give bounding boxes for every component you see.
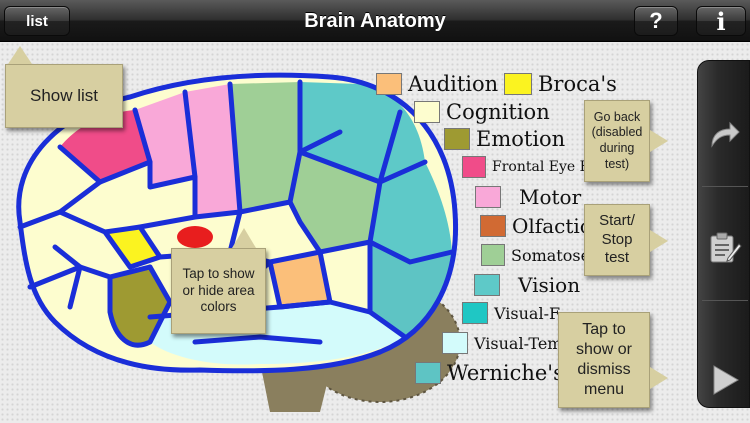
start-stop-tip-text: Start/ Stop test (599, 211, 635, 267)
swatch-motor (475, 186, 501, 208)
top-bar: Brain Anatomy list ? i (0, 0, 750, 42)
legend-item-cognition[interactable]: Cognition (414, 100, 550, 124)
legend-item-wernickes[interactable]: Werniche's (415, 361, 564, 385)
legend-item-visual-temporal[interactable]: Visual-Tem (442, 332, 562, 354)
swatch-wernickes (415, 362, 441, 384)
help-button[interactable]: ? (634, 6, 678, 36)
legend-label-visual-temporal: Visual-Tem (474, 333, 563, 353)
go-back-tip-text: Go back (disabled during test) (591, 109, 643, 171)
test-clipboard-icon (710, 232, 742, 263)
legend-label-audition: Audition (408, 72, 499, 96)
swatch-cognition (414, 101, 440, 123)
side-menu-separator (702, 186, 748, 187)
page-title: Brain Anatomy (304, 10, 446, 32)
go-back-button[interactable] (699, 108, 749, 164)
area-colors-tip-text: Tap to show or hide area colors (182, 265, 255, 315)
play-triangle-icon (713, 365, 739, 395)
info-button[interactable]: i (696, 6, 746, 36)
side-menu-separator (702, 300, 748, 301)
swatch-emotion (444, 128, 470, 150)
legend-item-brocas[interactable]: Broca's (504, 72, 617, 96)
start-stop-tip: Start/ Stop test (584, 204, 650, 276)
redo-arrow-icon (711, 121, 740, 148)
menu-tip-notch (650, 367, 668, 389)
list-button[interactable]: list (4, 6, 70, 36)
legend-label-emotion: Emotion (476, 127, 566, 151)
legend-item-somatosensory[interactable]: Somatose (481, 244, 590, 266)
legend-item-visual-frontal[interactable]: Visual-F (462, 302, 560, 324)
swatch-brocas (504, 73, 532, 95)
start-stop-tip-notch (650, 230, 668, 252)
legend-label-frontal-eye-fields: Frontal Eye Fi (492, 159, 594, 175)
legend-item-audition[interactable]: Audition (376, 72, 498, 96)
legend-label-somatosensory: Somatose (511, 245, 591, 265)
legend-label-brocas: Broca's (538, 72, 617, 96)
main-stage: Audition Broca's Cognition Emotion Front… (0, 42, 750, 423)
area-colors-tip: Tap to show or hide area colors (171, 248, 266, 334)
swatch-vision (474, 274, 500, 296)
legend-item-vision[interactable]: Vision (474, 273, 580, 297)
go-back-tip: Go back (disabled during test) (584, 100, 650, 182)
swatch-somatosensory (481, 244, 505, 266)
swatch-audition (376, 73, 402, 95)
legend-item-emotion[interactable]: Emotion (444, 127, 565, 151)
swatch-frontal-eye-fields (462, 156, 486, 178)
legend-label-wernickes: Werniche's (447, 361, 564, 385)
go-back-tip-notch (650, 130, 668, 152)
legend-item-olfaction[interactable]: Olfactio (480, 214, 592, 238)
legend-label-visual-frontal: Visual-F (494, 303, 561, 323)
legend-label-vision: Vision (518, 273, 581, 297)
show-list-tip: Show list (5, 64, 123, 128)
menu-tip-text: Tap to show or dismiss menu (575, 321, 633, 398)
legend-item-frontal-eye-fields[interactable]: Frontal Eye Fi (462, 156, 594, 178)
legend-item-motor[interactable]: Motor (475, 185, 581, 209)
swatch-visual-frontal (462, 302, 488, 324)
show-list-tip-text: Show list (29, 86, 99, 106)
show-list-tip-notch (8, 46, 32, 64)
legend-label-olfaction: Olfactio (512, 214, 592, 238)
area-colors-tip-notch (232, 228, 256, 248)
toggle-menu-button[interactable] (699, 352, 749, 408)
legend-label-cognition: Cognition (446, 100, 550, 124)
menu-tip: Tap to show or dismiss menu (558, 312, 650, 408)
start-stop-test-button[interactable] (699, 220, 749, 276)
swatch-olfaction (480, 215, 506, 237)
swatch-visual-temporal (442, 332, 468, 354)
legend-label-motor: Motor (519, 185, 582, 209)
